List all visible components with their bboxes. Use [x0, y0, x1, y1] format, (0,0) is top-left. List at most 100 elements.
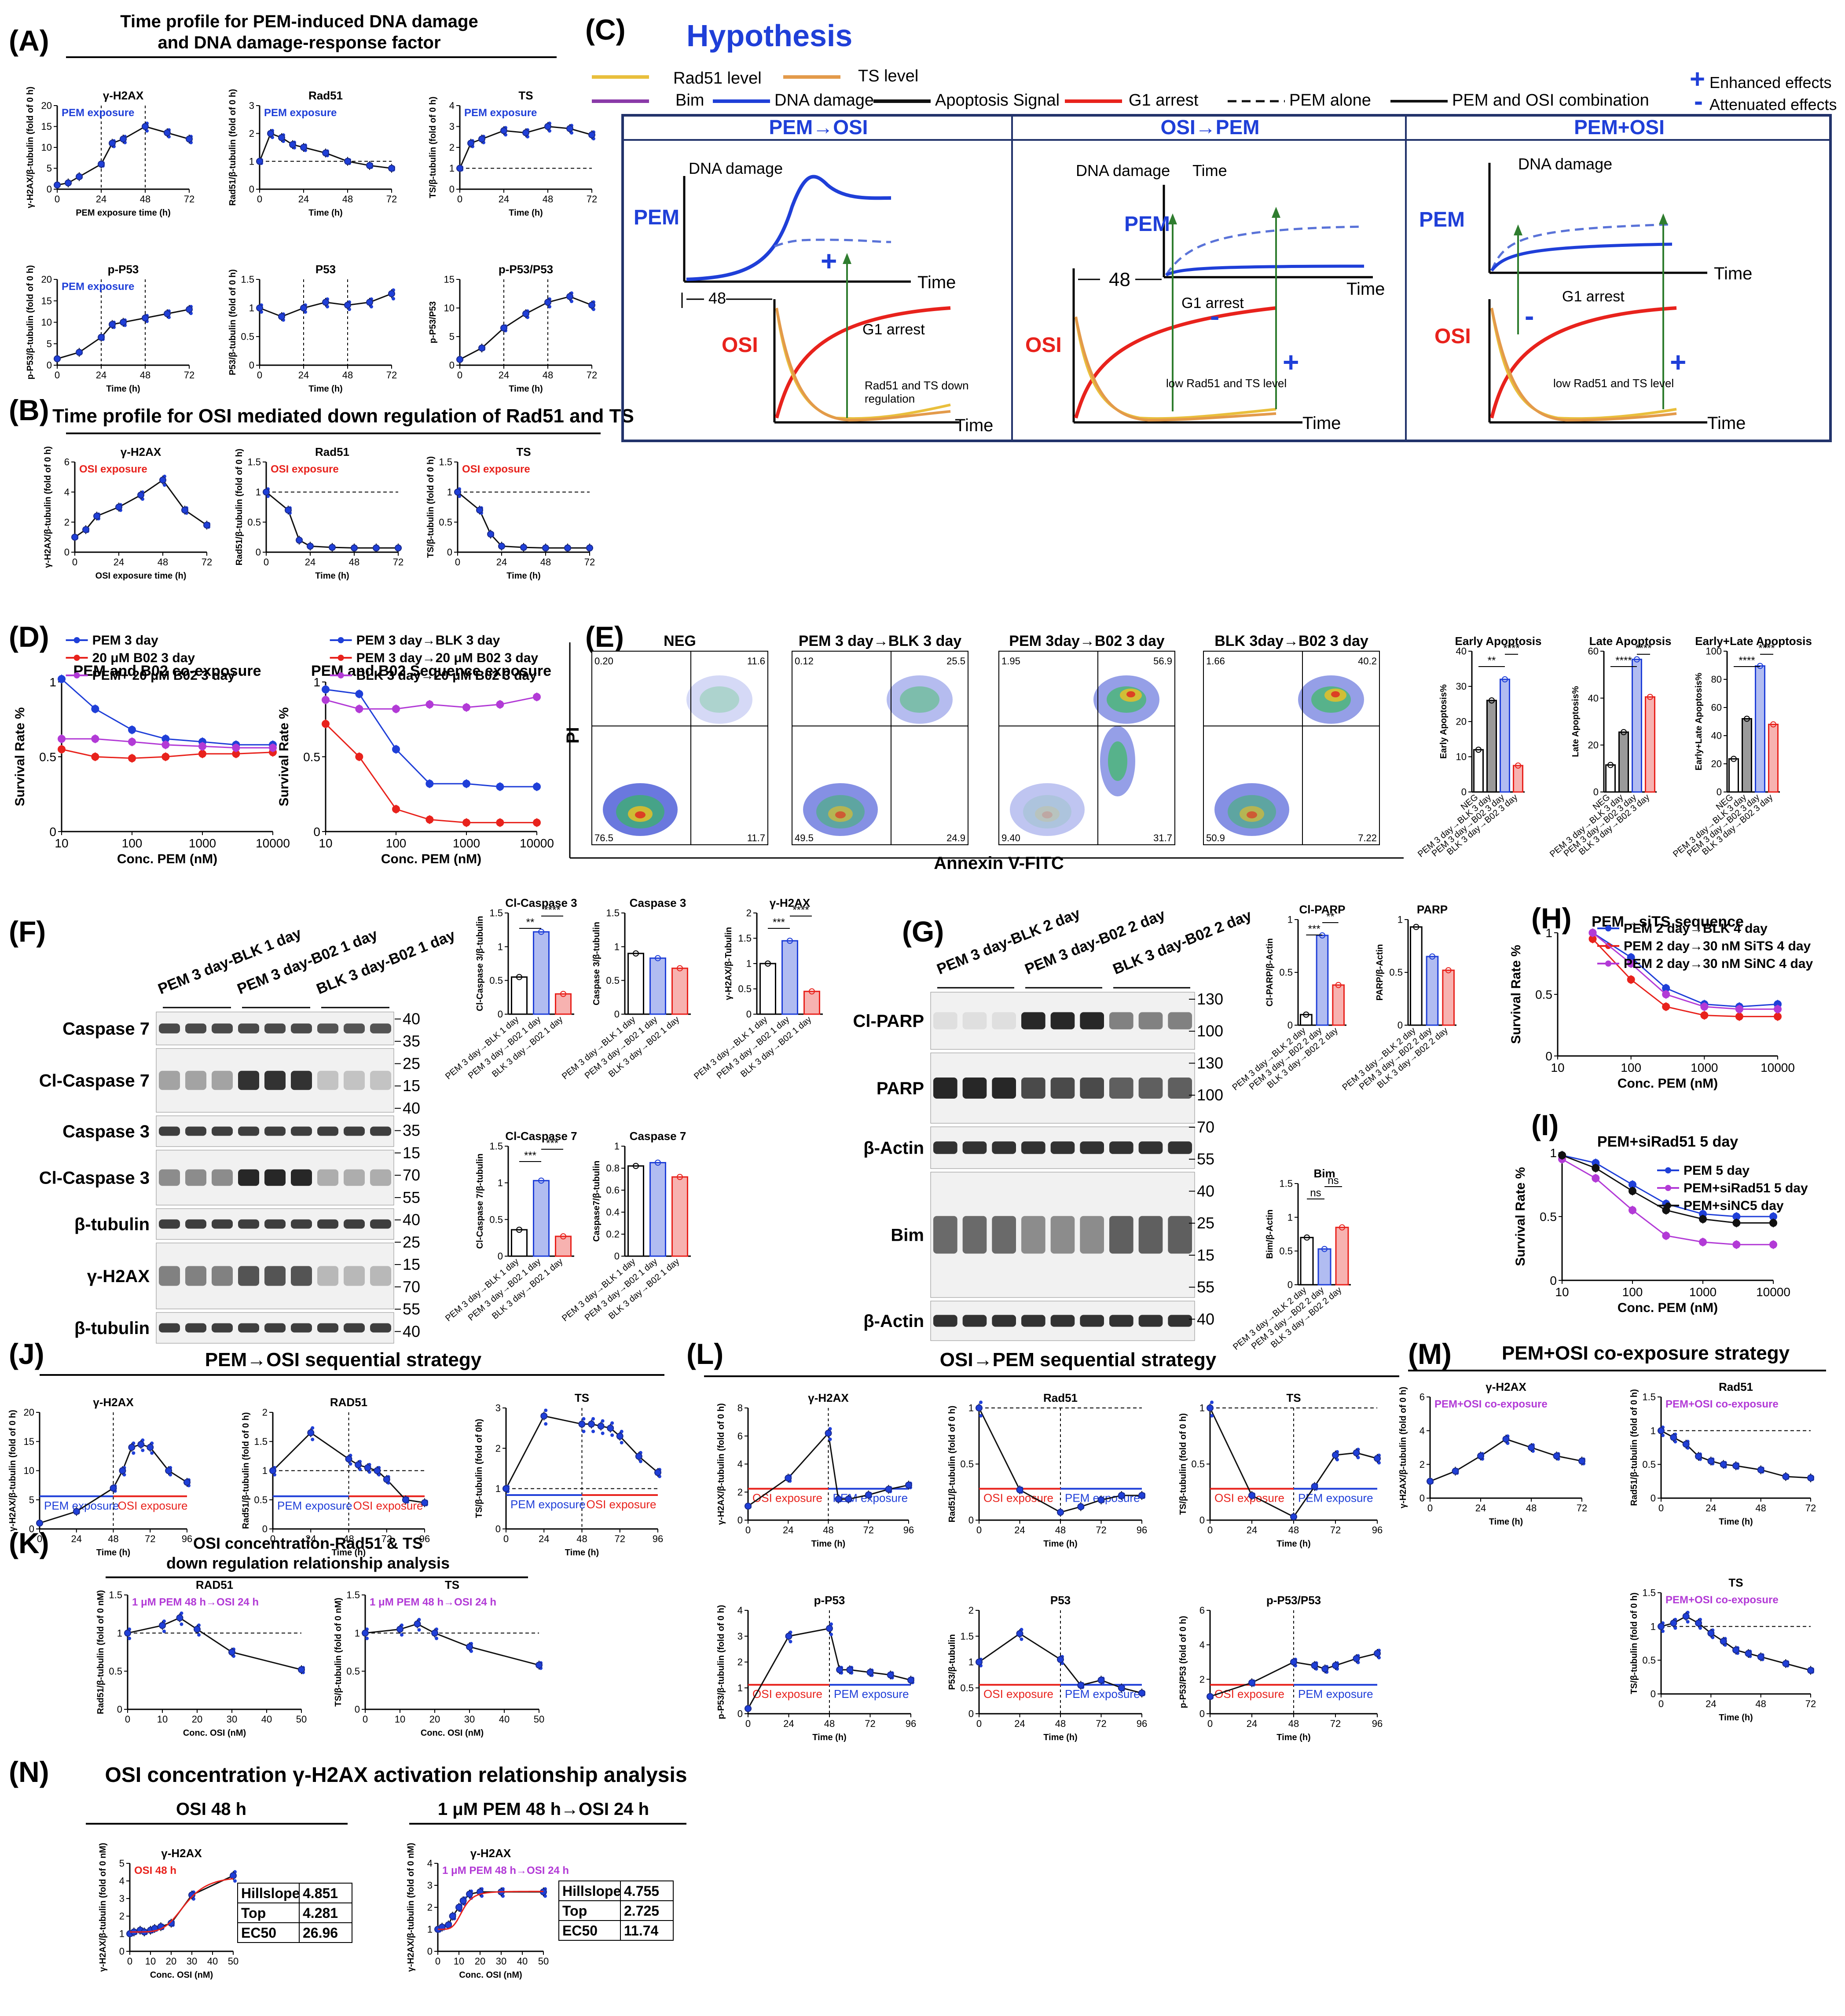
data-point [1592, 1164, 1600, 1172]
data-point [564, 544, 571, 552]
data-point [466, 1891, 473, 1898]
band [992, 1012, 1016, 1030]
data-point [1578, 1457, 1585, 1465]
band [264, 1266, 286, 1286]
y-tick-label: 1 [1545, 926, 1552, 940]
y-tick-label: 3 [119, 1893, 125, 1904]
data-point [395, 544, 402, 552]
band [159, 1219, 180, 1229]
y-tick-label: 0 [1550, 1274, 1557, 1287]
fit-param-value: 2.725 [624, 1903, 659, 1919]
x-tick-label: 50 [534, 1714, 544, 1725]
y-tick-label: 0.5 [1279, 1246, 1293, 1257]
bar-point [655, 1159, 661, 1166]
phase-label: OSI exposure [1214, 1687, 1284, 1701]
band [212, 1266, 233, 1286]
y-tick-label: 1.5 [738, 933, 752, 944]
x-tick-label: 48 [543, 370, 553, 381]
x-tick-label: 72 [145, 1533, 155, 1544]
x-tick-label: 24 [1014, 1525, 1025, 1536]
hyp-head-2: OSI→PEM [1161, 116, 1260, 139]
band [370, 1266, 391, 1286]
data-point [1332, 1662, 1339, 1669]
data-point [1097, 1496, 1105, 1504]
significance: **** [1758, 642, 1775, 654]
replicate-point [829, 1632, 833, 1636]
band [212, 1070, 233, 1090]
x-axis-label: Time (h) [811, 1539, 845, 1549]
y-tick-label: 0.5 [247, 517, 261, 528]
significance: ** [1488, 655, 1496, 667]
hyp-subpanel-3: DNA damage Time PEM Time OSI G1 arrest -… [1419, 155, 1752, 433]
significance: ** [1326, 911, 1335, 923]
y-tick-label: 0.5 [1642, 1459, 1656, 1470]
bar [1300, 1237, 1314, 1286]
band [159, 1169, 180, 1186]
series-line [437, 1891, 543, 1930]
data-point [1118, 1492, 1125, 1499]
data-point [1353, 1449, 1360, 1456]
bar [555, 1235, 572, 1257]
bar [671, 1176, 688, 1257]
bar [1618, 731, 1629, 793]
bar [1332, 984, 1345, 1026]
bar-point [633, 1163, 639, 1169]
phase-label: PEM exposure [1298, 1492, 1373, 1505]
y-tick-label: 1 [746, 958, 752, 969]
data-point [36, 1519, 43, 1527]
band [238, 1070, 259, 1090]
y-axis-label: γ-H2AX/β-tubulin (fold of 0 h) [43, 446, 53, 568]
data-point [540, 1412, 548, 1420]
y-axis-label: Cl-Caspase 7/β-tubulin [475, 1154, 485, 1249]
y-tick-label: 10 [444, 303, 455, 314]
x-tick-label: 72 [381, 1533, 392, 1544]
y-tick-label: 0.5 [1389, 967, 1403, 978]
x-tick-label: 24 [298, 370, 309, 381]
data-point [588, 301, 595, 309]
hyp2-pem: PEM [1124, 213, 1170, 236]
data-point [425, 780, 434, 788]
band [185, 1070, 206, 1090]
x-tick-label: 100 [386, 836, 407, 850]
x-tick-label: 100 [1622, 1285, 1643, 1299]
x-axis-label: Conc. PEM (nM) [381, 852, 481, 866]
significance: **** [544, 904, 560, 916]
y-tick-label: 4 [449, 100, 455, 111]
chart-title: γ-H2AX [470, 1847, 511, 1860]
y-tick-label: 10 [1456, 751, 1467, 762]
data-point [536, 1661, 543, 1669]
annotation: PEM+OSI co-exposure [1434, 1398, 1548, 1410]
panel-label-L: (L) [686, 1338, 723, 1370]
x-tick-label: 0 [745, 1525, 751, 1536]
hyp1-time2: Time [955, 416, 993, 435]
fit-param-value: 26.96 [303, 1925, 338, 1941]
y-tick-label: 20 [24, 1407, 34, 1418]
x-tick-label: 20 [429, 1714, 440, 1725]
y-axis-label: Bim/β-Actin [1265, 1210, 1275, 1259]
band [317, 1219, 338, 1229]
data-point [128, 738, 136, 746]
mw-marker: 25 [403, 1054, 420, 1072]
band [992, 1078, 1016, 1099]
bar-point [516, 1227, 522, 1233]
band [238, 1126, 259, 1136]
replicate-point [979, 1400, 983, 1404]
data-point [1757, 1466, 1764, 1474]
mw-marker: 55 [1197, 1278, 1214, 1296]
x-tick-label: 48 [1288, 1525, 1299, 1536]
y-axis-label: P53/β-tubulin [947, 1634, 957, 1690]
data-point [1774, 1012, 1782, 1021]
y-tick-label: 20 [41, 274, 52, 285]
chart-F-clc7: 00.511.5Cl-Caspase 7Cl-Caspase 7/β-tubul… [444, 1129, 577, 1323]
significance: **** [792, 904, 809, 916]
data-point [98, 161, 105, 168]
title-M: PEM+OSI co-exposure strategy [1502, 1342, 1790, 1364]
blot-row-label: γ-H2AX [87, 1267, 150, 1286]
band [185, 1219, 206, 1229]
significance: *** [524, 1150, 536, 1162]
band [992, 1141, 1016, 1154]
